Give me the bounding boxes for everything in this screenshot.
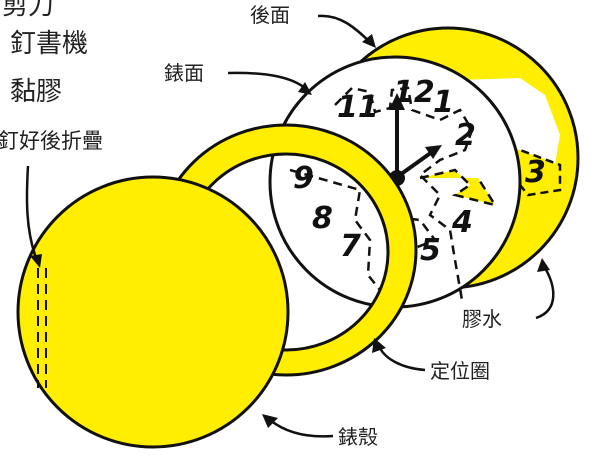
label-face: 錶面: [164, 61, 312, 95]
material-stapler: 釘書機: [10, 29, 88, 59]
label-staple-fold-text: 釘好後折疊: [0, 129, 103, 153]
dial-number-9: 9: [293, 161, 314, 196]
label-glue-text: 膠水: [462, 307, 502, 331]
label-glue: 膠水: [462, 258, 555, 331]
dial-number-7: 7: [340, 229, 361, 264]
dial-number-5: 5: [420, 233, 441, 268]
label-ring-arrow: [378, 347, 426, 372]
material-glue: 黏膠: [10, 77, 62, 107]
label-glue-arrow: [535, 267, 555, 320]
label-face-arrowhead: [298, 82, 312, 95]
hour-hand-tip: [389, 93, 405, 110]
label-back-arrow: [317, 14, 371, 43]
label-ring-text: 定位圈: [430, 359, 490, 383]
dial-number-1: 1: [433, 85, 454, 120]
label-face-text: 錶面: [164, 61, 204, 85]
dial-cut-line: [334, 86, 474, 301]
label-case-arrowhead: [262, 414, 278, 428]
label-back: 後面: [250, 3, 376, 48]
dial-number-11: 11: [337, 90, 379, 125]
dial-tab-yellow: [419, 168, 498, 207]
label-staple-fold-arrowhead: [30, 254, 42, 268]
label-staple-fold-arrow: [25, 165, 38, 259]
material-scissors: 剪刀: [2, 0, 54, 21]
label-face-arrow: [227, 71, 306, 90]
dial-number-3: 3: [525, 155, 546, 190]
dial-number-4: 4: [451, 205, 473, 240]
label-ring-arrowhead: [372, 338, 386, 353]
label-back-arrowhead: [362, 34, 376, 48]
dial-number-2: 2: [455, 118, 476, 153]
label-ring: 定位圈: [372, 338, 490, 383]
label-staple-fold: 釘好後折疊: [0, 129, 103, 268]
watch-case: [16, 175, 290, 449]
dial-number-8: 8: [312, 201, 333, 236]
label-case-text: 錶殼: [338, 425, 378, 449]
label-back-text: 後面: [250, 3, 290, 27]
label-glue-arrowhead: [537, 258, 550, 272]
label-case-arrow: [269, 419, 334, 438]
label-case: 錶殼: [262, 414, 378, 449]
minute-hand-tip: [425, 145, 442, 159]
dial-cut-line-left: [289, 168, 381, 291]
